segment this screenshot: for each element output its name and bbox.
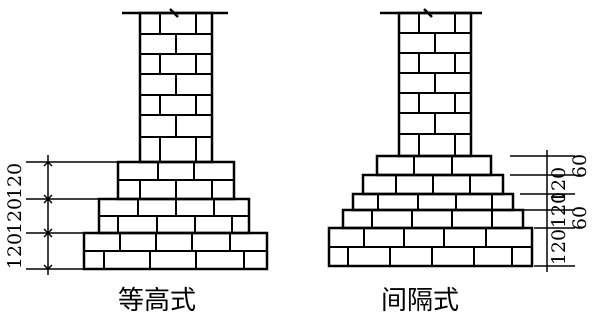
interval-caption: 间隔式: [381, 286, 460, 316]
step-2-courses: [99, 199, 249, 233]
footing-step-4: [341, 208, 525, 230]
left-dim-1: 120: [4, 163, 26, 199]
right-dim-60-bottom: 60: [569, 206, 591, 230]
equal-height-caption: 等高式: [118, 286, 197, 316]
right-dimension-lines: [510, 150, 575, 272]
left-dimension-lines: [26, 155, 118, 275]
interval-footing: [327, 8, 575, 272]
wall-courses: [399, 13, 471, 156]
footing-step-1: [375, 154, 493, 177]
left-dimension-labels: 120 120 120: [4, 163, 26, 269]
wall-courses: [140, 13, 212, 162]
step-1-courses: [118, 162, 234, 199]
right-dim-60-top: 60: [569, 154, 591, 178]
left-dim-3: 120: [4, 233, 26, 269]
right-dim-120-top: 120: [548, 167, 570, 203]
equal-height-footing: [26, 8, 269, 275]
right-dim-120-bottom: 120: [548, 229, 570, 265]
right-dimension-labels: 60 120 120 60 120: [548, 154, 591, 265]
left-dim-2: 120: [4, 198, 26, 234]
step-3-courses: [84, 233, 267, 269]
right-dim-120-mid: 120: [548, 192, 570, 228]
